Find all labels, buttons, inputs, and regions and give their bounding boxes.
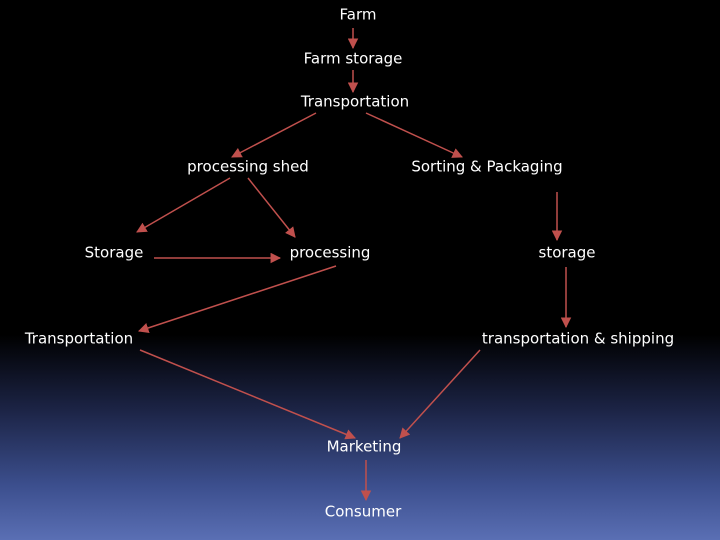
- arrow-transportation-top-to-processing-shed: [231, 112, 317, 158]
- arrow-transportation-top-to-sorting-packaging: [365, 112, 463, 158]
- arrow-transportation-left-to-marketing: [139, 349, 356, 440]
- arrow-transportation-shipping-to-marketing: [399, 349, 481, 439]
- node-transportation-shipping: transportation & shipping: [481, 329, 675, 348]
- arrow-processing-to-transportation-left: [138, 265, 337, 334]
- node-processing-shed: processing shed: [187, 157, 309, 176]
- node-farm-storage: Farm storage: [303, 49, 403, 68]
- arrow-processing-shed-to-processing: [247, 177, 296, 238]
- node-sorting-packaging: Sorting & Packaging: [411, 157, 563, 176]
- node-marketing: Marketing: [326, 437, 402, 456]
- node-consumer: Consumer: [324, 502, 402, 521]
- node-storage-left: Storage: [84, 243, 144, 262]
- node-farm: Farm: [339, 5, 377, 24]
- arrow-processing-shed-to-storage-left: [136, 177, 231, 233]
- node-transportation-left: Transportation: [24, 329, 134, 348]
- node-transportation-top: Transportation: [300, 92, 410, 111]
- node-storage-right: storage: [538, 243, 596, 262]
- node-processing: processing: [289, 243, 371, 262]
